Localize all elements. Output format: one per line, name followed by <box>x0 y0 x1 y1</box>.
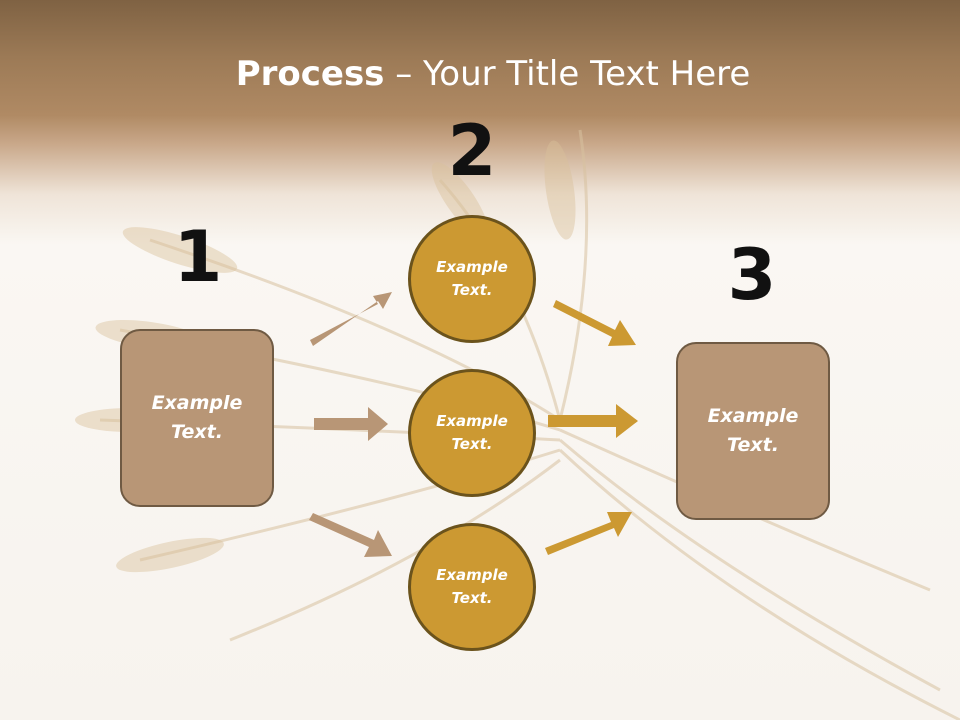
arrow-left-to-bottom <box>309 513 392 557</box>
right-box-text: Example Text. <box>707 405 799 456</box>
right-box: Example Text. <box>676 342 830 520</box>
circle-middle: Example Text. <box>408 369 536 497</box>
arrow-left-to-top <box>310 292 392 346</box>
circle-bottom: Example Text. <box>408 523 536 651</box>
arrow-top-to-right <box>553 300 636 346</box>
arrow-left-to-middle <box>314 407 388 441</box>
circle-top: Example Text. <box>408 215 536 343</box>
step-number-3: 3 <box>727 234 777 316</box>
left-box-text: Example Text. <box>151 392 243 443</box>
slide-title: Process – Your Title Text Here <box>0 52 960 96</box>
step-number-1: 1 <box>173 216 223 298</box>
left-box: Example Text. <box>120 329 274 507</box>
step-number-2: 2 <box>447 110 497 192</box>
arrow-middle-to-right <box>548 404 638 438</box>
circle-bottom-text: Example Text. <box>436 566 508 607</box>
title-bold: Process <box>235 54 385 94</box>
arrow-bottom-to-right <box>545 512 632 555</box>
title-rest: – Your Title Text Here <box>384 54 751 94</box>
circle-middle-text: Example Text. <box>436 412 508 453</box>
circle-top-text: Example Text. <box>436 258 508 299</box>
